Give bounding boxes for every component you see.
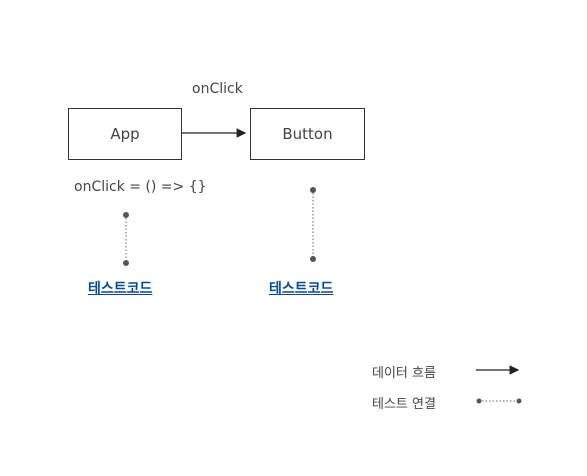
app-test-connector (123, 212, 129, 266)
legend-data-flow-label: 데이터 흐름 (372, 366, 436, 381)
legend-test-link-label: 테스트 연결 (372, 397, 436, 412)
button-test-connector (310, 187, 316, 262)
app-component-box: App (68, 108, 182, 160)
button-component-label: Button (282, 125, 333, 143)
onclick-handler-label: onClick = () => {} (74, 179, 207, 195)
app-component-label: App (110, 125, 140, 143)
app-test-code-link[interactable]: 테스트코드 (88, 281, 153, 297)
button-component-box: Button (250, 108, 365, 160)
button-test-code-link[interactable]: 테스트코드 (269, 281, 334, 297)
onclick-prop-label: onClick (192, 81, 243, 97)
legend-test-connector (476, 398, 522, 404)
